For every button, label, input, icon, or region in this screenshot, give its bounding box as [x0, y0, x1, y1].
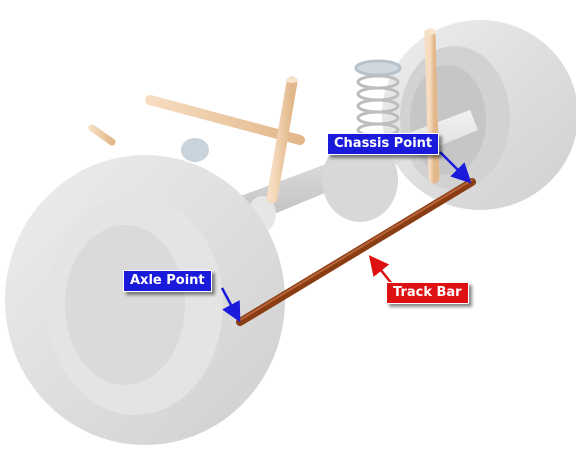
- right-tire: [382, 20, 576, 210]
- left-tire: [5, 155, 285, 445]
- track-bar: [236, 178, 476, 326]
- chassis-point-arrow: [439, 151, 472, 184]
- track-bar-label: Track Bar: [386, 282, 469, 304]
- chassis-point-label: Chassis Point: [327, 133, 440, 155]
- rear-link-rod: [88, 124, 116, 146]
- axle-point-arrow: [220, 287, 241, 323]
- track-bar-arrow: [368, 255, 393, 285]
- track-bar-highlight: [239, 179, 473, 321]
- axle-point-label: Axle Point: [123, 270, 212, 292]
- coil-spring: [354, 59, 402, 138]
